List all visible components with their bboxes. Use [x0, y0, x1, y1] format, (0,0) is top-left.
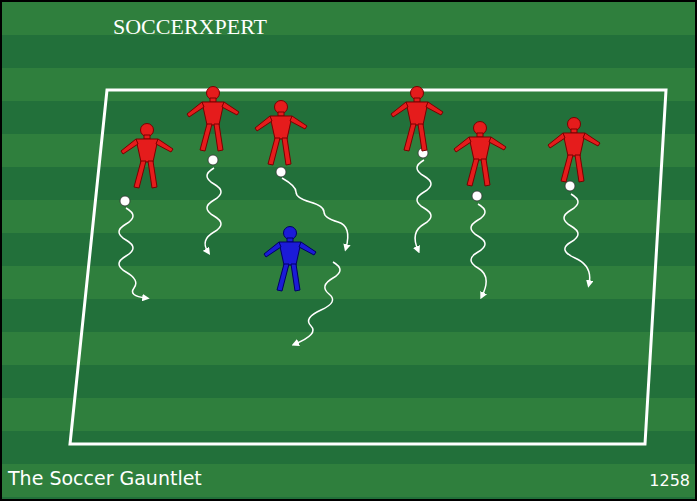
drill-caption: The Soccer Gauntlet — [8, 468, 202, 489]
drill-number: 1258 — [649, 472, 690, 490]
brand-logo: SOCCERXPERT — [113, 15, 267, 39]
